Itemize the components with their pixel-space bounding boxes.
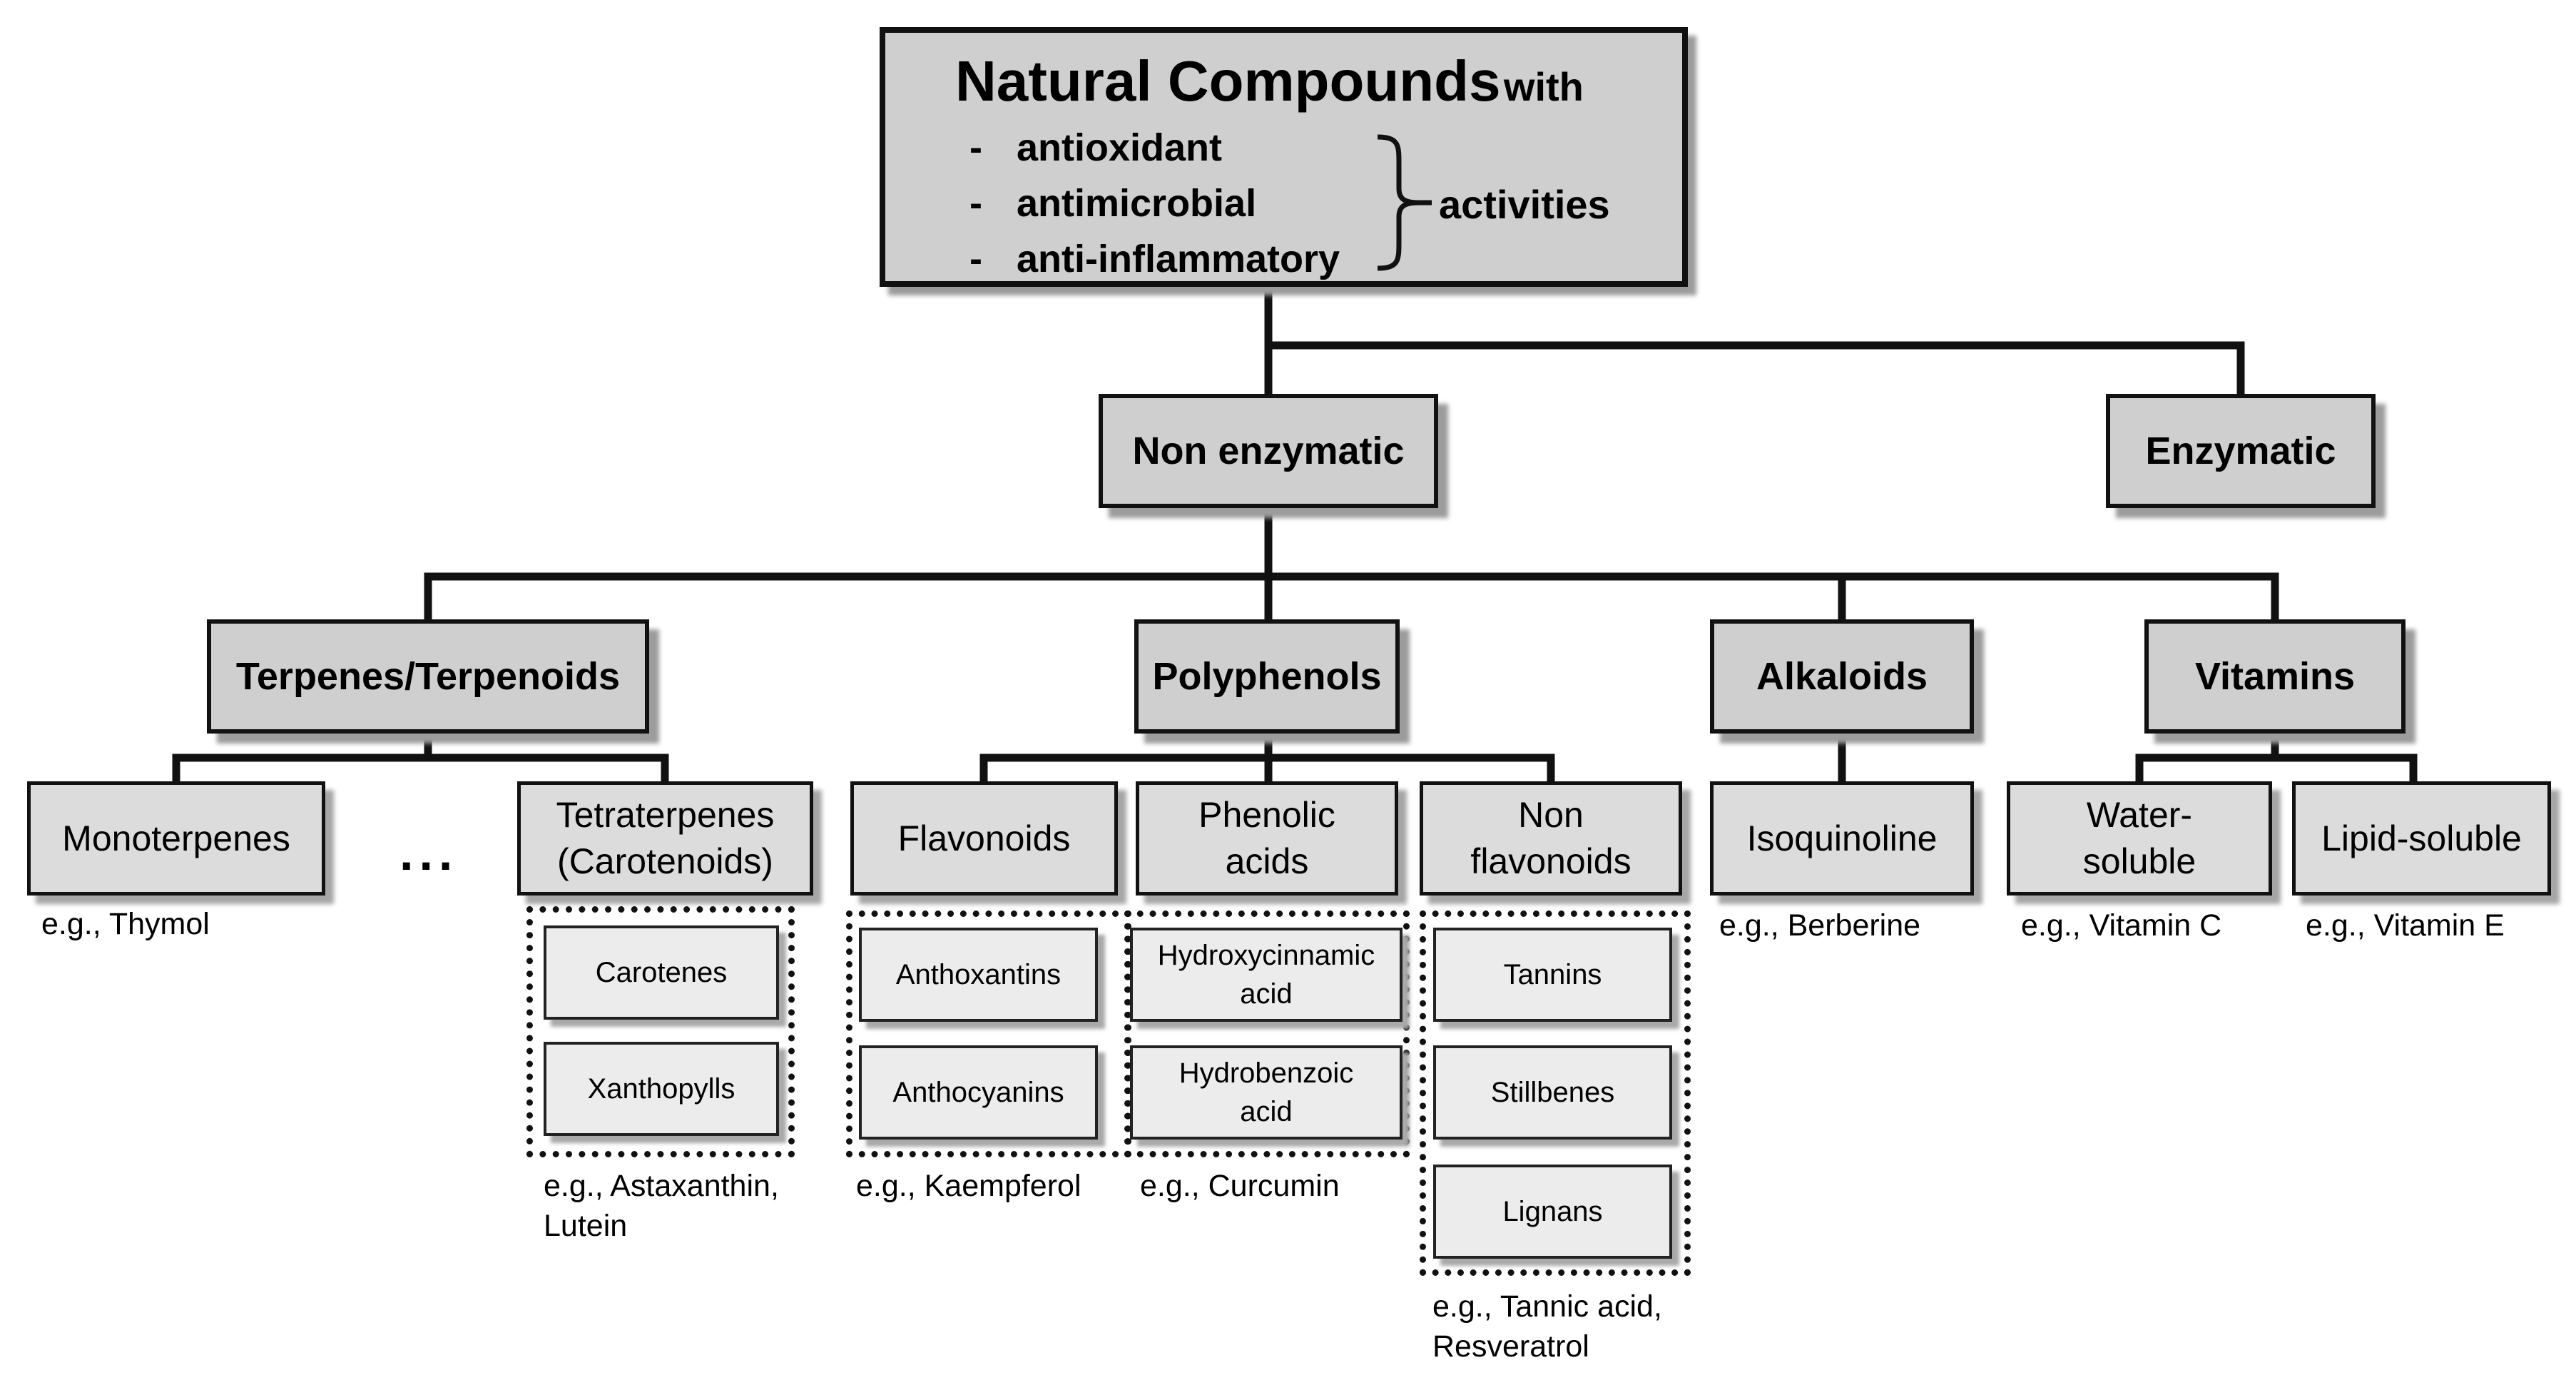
node-flavonoids: Flavonoids [850,781,1118,896]
node-lipid-soluble: Lipid-soluble [2292,781,2551,896]
root-title-suffix: with [1503,64,1584,109]
node-terpenes: Terpenes/Terpenoids [207,619,649,734]
activity-bullet: - [969,238,982,280]
activities-label: activities [1439,182,1610,227]
group-non-flavonoids [1420,910,1691,1276]
leaf-stillbenes: Stillbenes [1433,1045,1672,1140]
example-vitamin-e: e.g., Vitamin E [2306,908,2505,943]
activity-antimicrobial: antimicrobial [1017,182,1257,225]
example-kaempferol: e.g., Kaempferol [856,1169,1081,1203]
root-node: Natural Compounds with - - - antioxidant… [880,27,1688,287]
example-thymol: e.g., Thymol [41,907,210,941]
node-polyphenols: Polyphenols [1134,619,1400,734]
activity-anti-inflammatory: anti-inflammatory [1017,238,1340,280]
group-carotenoids [526,906,795,1157]
node-vitamins: Vitamins [2144,619,2406,734]
node-isoquinoline: Isoquinoline [1710,781,1974,896]
example-curcumin: e.g., Curcumin [1140,1169,1340,1203]
node-non-flavonoids: Non flavonoids [1420,781,1682,896]
curly-brace-icon [1377,134,1432,271]
leaf-carotenes: Carotenes [544,925,779,1020]
example-vitamin-c: e.g., Vitamin C [2021,908,2222,943]
example-astaxanthin-lutein: e.g., Astaxanthin, Lutein [544,1169,779,1243]
leaf-tannins: Tannins [1433,928,1672,1022]
leaf-xanthopylls: Xanthopylls [544,1042,779,1136]
node-tetraterpenes: Tetraterpenes (Carotenoids) [517,781,813,896]
leaf-anthoxantins: Anthoxantins [859,928,1098,1022]
node-enzymatic: Enzymatic [2106,394,2376,508]
leaf-hydrobenzoic-acid: Hydrobenzoic acid [1130,1045,1402,1140]
ellipsis-marker: ... [399,825,459,881]
root-title: Natural Compounds with [955,49,1584,114]
activity-antioxidant: antioxidant [1017,126,1223,169]
node-water-soluble: Water- soluble [2007,781,2272,896]
root-title-main: Natural Compounds [955,49,1501,113]
example-tannic-acid-resveratrol: e.g., Tannic acid, Resveratrol [1432,1289,1662,1364]
node-monoterpenes: Monoterpenes [27,781,325,896]
activity-bullet: - [969,182,982,225]
activity-bullet: - [969,126,982,169]
node-non-enzymatic: Non enzymatic [1099,394,1438,508]
node-phenolic-acids: Phenolic acids [1136,781,1398,896]
leaf-lignans: Lignans [1433,1165,1672,1259]
leaf-anthocyanins: Anthocyanins [859,1045,1098,1140]
example-berberine: e.g., Berberine [1719,908,1921,943]
leaf-hydroxycinnamic-acid: Hydroxycinnamic acid [1130,928,1402,1022]
node-alkaloids: Alkaloids [1710,619,1974,734]
group-phenolic-acids [1124,910,1410,1157]
